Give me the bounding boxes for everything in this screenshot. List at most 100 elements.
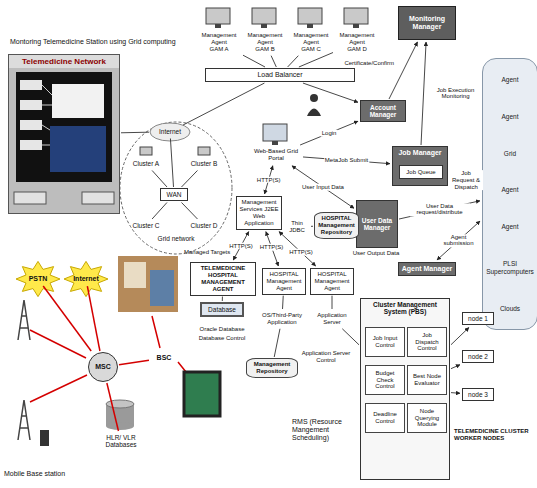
connector <box>119 360 149 364</box>
display-screen <box>16 72 112 182</box>
connector <box>342 329 359 345</box>
node-text: Cluster B <box>191 160 218 167</box>
node-text: Grid <box>504 150 516 157</box>
connector <box>279 232 316 266</box>
jdbc-label: Thin JDBC <box>284 218 310 236</box>
node-text: node 1 <box>468 315 488 322</box>
cloud-label: Internet <box>150 126 190 137</box>
node-text: Agent <box>502 76 519 83</box>
node-text: Management Agent <box>198 32 240 46</box>
switching-center: MSC <box>88 352 118 382</box>
annotation-label: Mobile Base station <box>4 470 65 478</box>
node-text: User Data Manager <box>359 217 395 232</box>
grid-cloud: AgentAgentGridAgentAgentPLSI Supercomput… <box>482 58 537 330</box>
node-text: Cluster A <box>133 160 159 167</box>
node-text: Internet <box>73 275 99 283</box>
monitor-stand <box>353 24 359 28</box>
window-frame <box>8 54 120 214</box>
manager-box: Agent Manager <box>398 262 456 276</box>
cluster-pc <box>198 147 210 155</box>
connector <box>300 121 358 145</box>
manager-box: Monitoring Manager <box>398 6 456 40</box>
connector <box>451 392 460 394</box>
user-body <box>307 109 321 117</box>
tablet-screen <box>184 372 220 416</box>
connector <box>389 42 418 99</box>
control-module: Deadline Control <box>365 403 405 433</box>
database-cylinder <box>106 400 134 408</box>
node-text: OS/Third-Party Application <box>260 312 304 326</box>
photo-detail <box>124 262 146 288</box>
node-text: Management Agent <box>290 32 332 46</box>
repository-cylinder: Management Repository <box>246 358 298 378</box>
manager-box: Job ManagerJob Queue <box>392 146 448 186</box>
connector <box>152 202 167 219</box>
agent-box: HOSPITAL Management Agent <box>310 268 354 295</box>
node-text: HLR/ VLR Databases <box>92 434 150 449</box>
node-text: Agent <box>502 113 519 120</box>
control-module: Job Input Control <box>365 327 405 357</box>
edge-label: User Input Data <box>301 184 345 191</box>
cluster-label: Cluster C <box>126 220 166 231</box>
connector <box>303 157 390 164</box>
manager-box: Account Manager <box>360 100 406 122</box>
user-head <box>310 94 318 102</box>
node-text: GAM B <box>255 46 274 53</box>
edge-label: User Data request/distribute <box>410 203 470 216</box>
connector <box>243 55 265 67</box>
control-module: Budget Check Control <box>365 365 405 395</box>
connector <box>421 42 426 145</box>
connector <box>181 202 197 219</box>
flow-label: User Output Data <box>353 250 400 257</box>
controller-label: BSC <box>150 352 178 364</box>
job-queue: Job Queue <box>399 165 443 179</box>
node-text: Job Queue <box>406 169 435 176</box>
station-box <box>20 120 42 130</box>
database-monitor: Database <box>200 302 244 317</box>
management-agent: Management AgentGAM D <box>334 30 380 55</box>
base-station-tower <box>18 400 30 440</box>
database-cylinder <box>106 422 134 430</box>
database-label: HLR/ VLR Databases <box>90 432 152 451</box>
agent-box: HOSPITAL Management Agent <box>262 268 306 295</box>
node-text: Agent <box>502 186 519 193</box>
window-button <box>82 192 114 204</box>
internet-burst <box>64 261 108 296</box>
node-text: Cluster D <box>190 222 217 229</box>
node-text: Job Dispatch Control <box>410 332 444 353</box>
agent-monitor <box>206 8 230 24</box>
station-box <box>20 80 42 90</box>
base-station-tower <box>18 300 30 340</box>
edge-label: HTTP(S) <box>228 242 254 249</box>
connector <box>451 327 469 344</box>
target-label: Application Server <box>310 310 354 328</box>
repository-cylinder: HOSPITAL Management Repository <box>314 212 359 239</box>
edge-label: Login <box>321 130 338 137</box>
connector <box>303 83 358 102</box>
connector <box>183 83 264 125</box>
node-text: WAN <box>167 191 182 198</box>
station-list <box>52 84 104 118</box>
control-module: Best Node Evaluator <box>407 365 447 395</box>
edge-label: HTTP(S) <box>256 177 282 184</box>
annotation-label: RMS (Resource Mangement Scheduling) <box>292 418 356 442</box>
node-text: Best Node Evaluator <box>410 373 444 387</box>
photo-detail <box>150 270 174 306</box>
connector <box>87 286 100 351</box>
connector <box>437 221 480 260</box>
edge-label: Job Request & Dispatch <box>449 170 483 190</box>
node-text: Management Agent <box>244 32 286 46</box>
edge-label: Certificate/Confirm <box>343 59 395 66</box>
grid-network-outline <box>120 122 232 254</box>
node-text: node 3 <box>468 391 488 398</box>
group-label: Managed Targets <box>184 249 230 256</box>
connector <box>399 201 480 219</box>
node-text: MSC <box>95 363 111 371</box>
wan-box: WAN <box>160 188 188 201</box>
control-module: Job Dispatch Control <box>407 327 447 357</box>
connector <box>152 170 167 187</box>
node-text: Application Server <box>312 312 352 326</box>
node-text: GAM D <box>347 46 367 53</box>
worker-node: node 1 <box>462 312 494 325</box>
annotation-label: Application Server Control <box>298 350 354 364</box>
